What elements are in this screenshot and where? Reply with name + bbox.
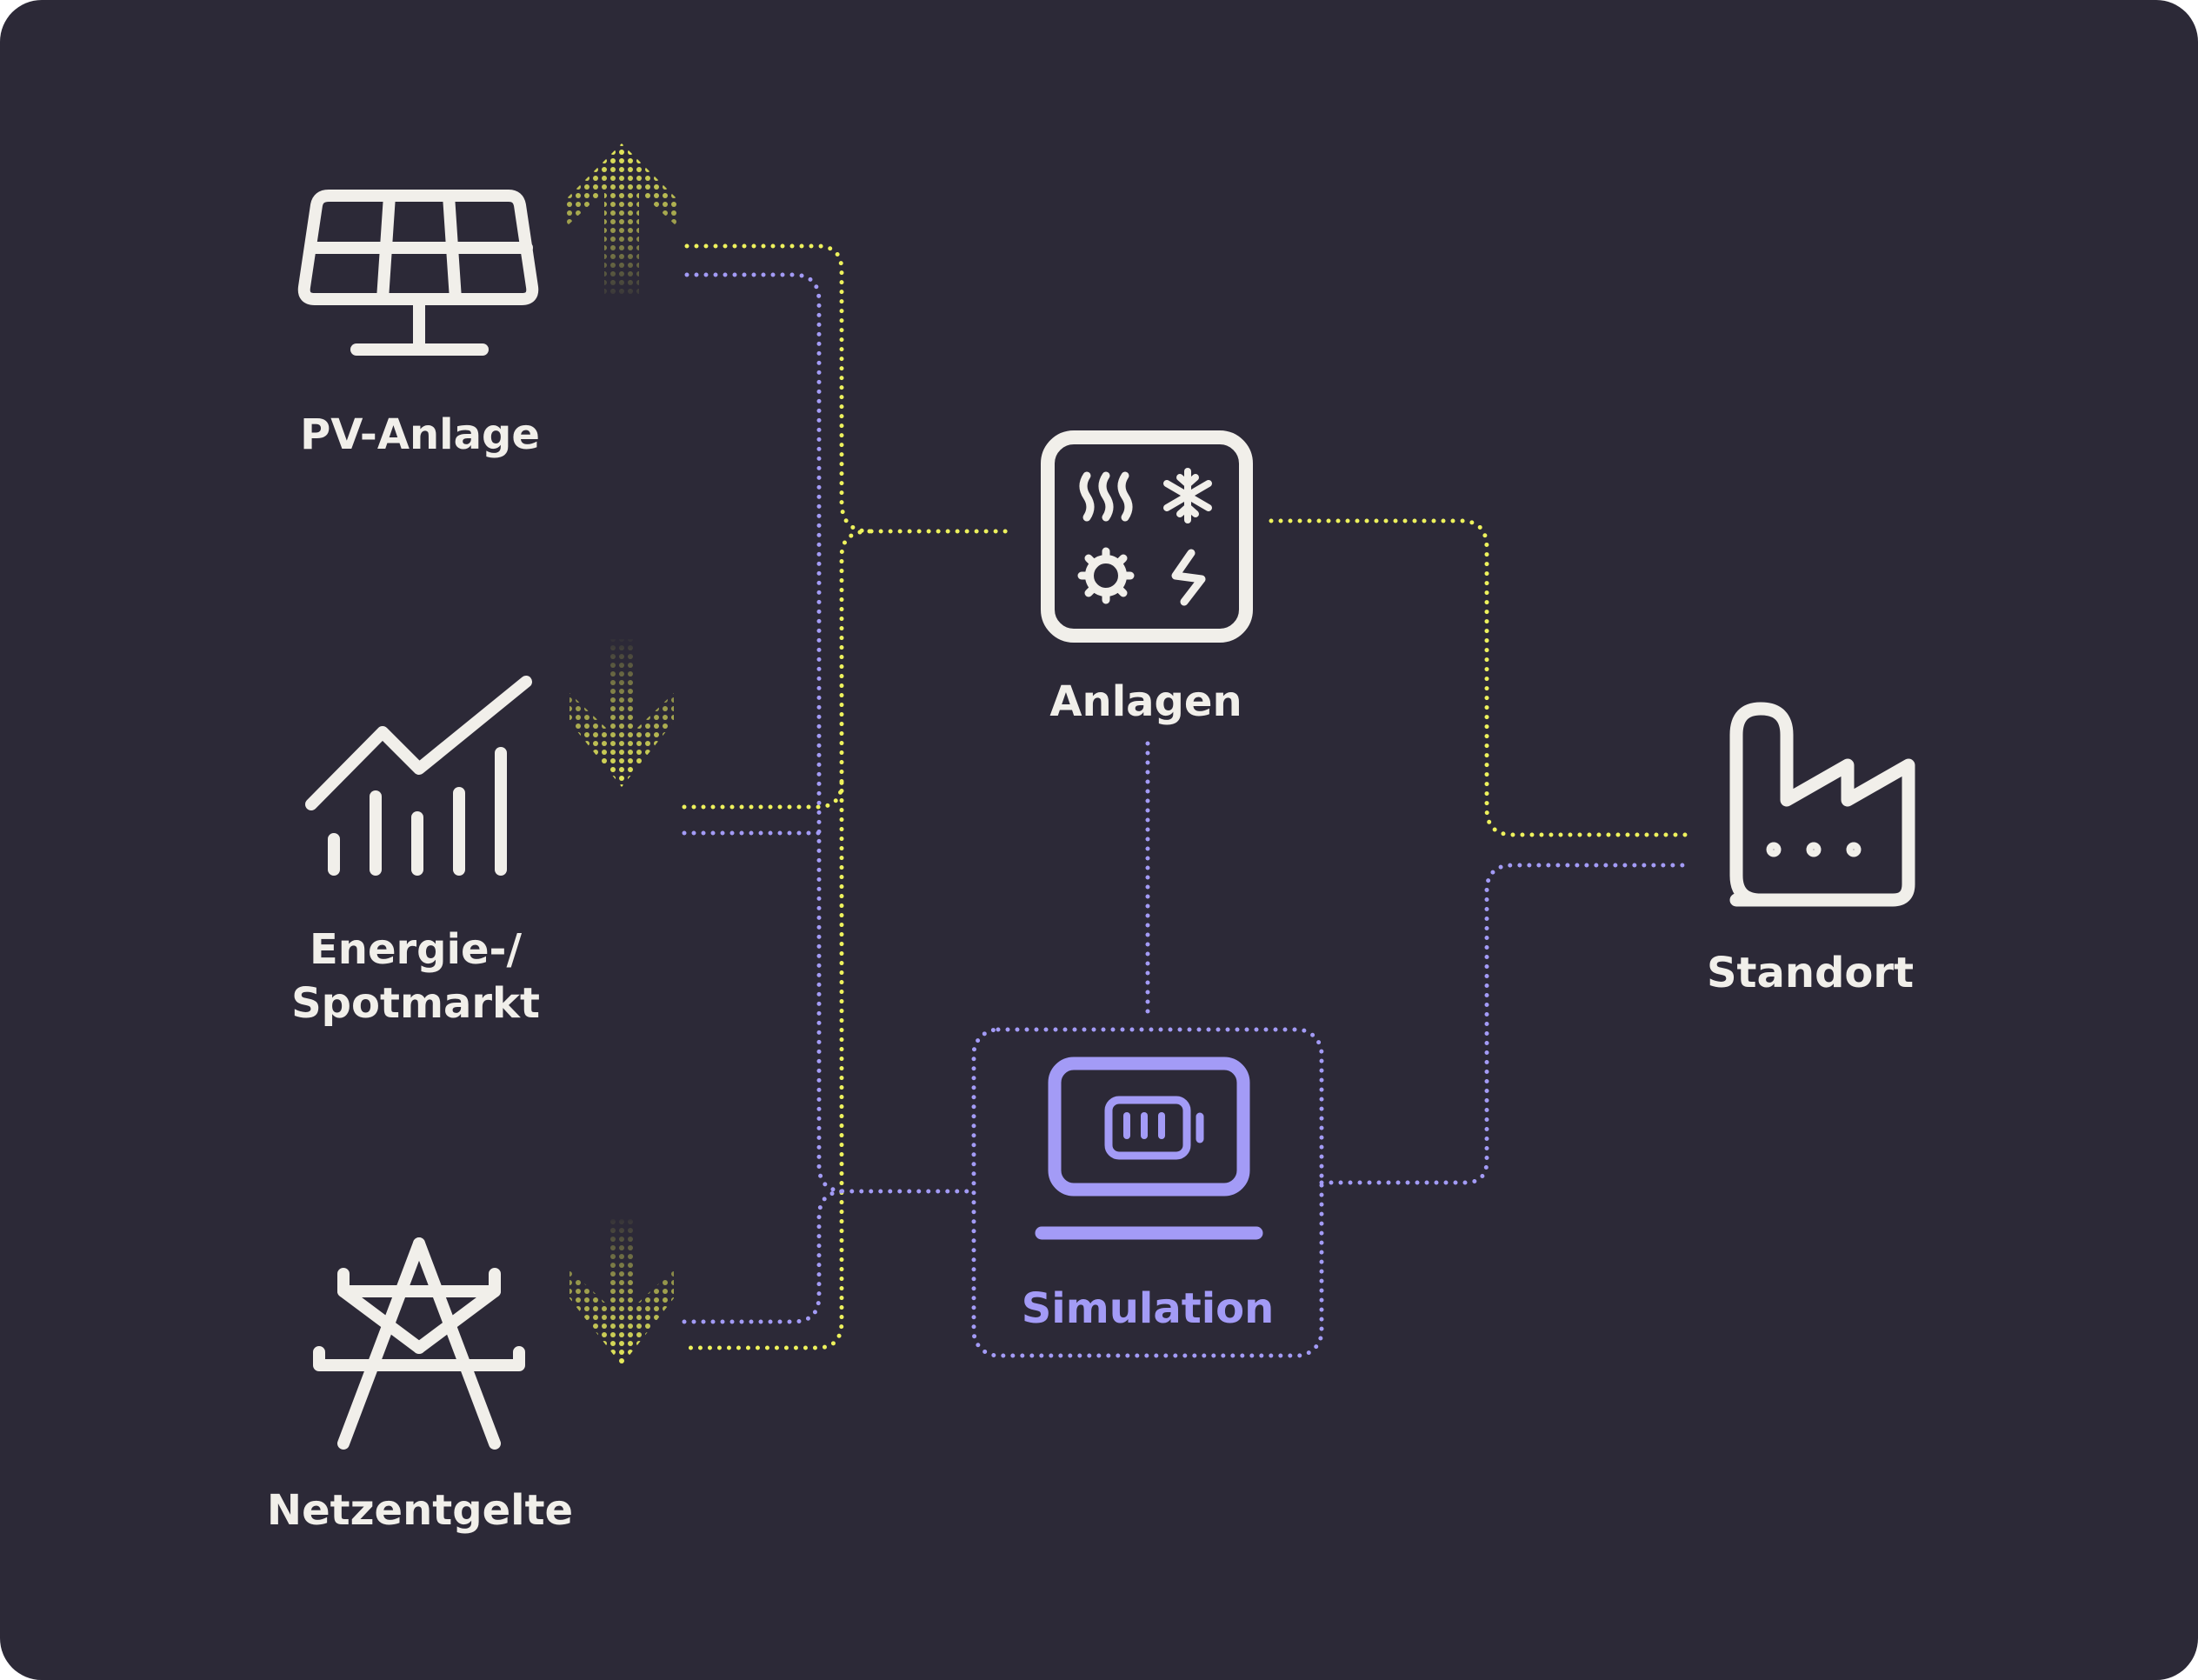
- market-label-line2: Spotmarkt: [291, 979, 540, 1028]
- data-line-simulation-standort: [1319, 863, 1689, 1185]
- energy-line-standort: [1269, 518, 1689, 837]
- simulation-label: Simulation: [1021, 1284, 1275, 1333]
- simulation-frame: [971, 1027, 1324, 1358]
- solar-panel-icon: [297, 190, 539, 356]
- energy-line-pv: [684, 243, 1016, 534]
- power-pylon-icon: [313, 1237, 525, 1450]
- market-chart-icon: [305, 676, 532, 876]
- flow-arrow-up-icon: [567, 143, 676, 296]
- flow-arrow-down-icon: [569, 639, 674, 787]
- pv-label: PV-Anlage: [300, 410, 540, 459]
- standort-label: Standort: [1706, 949, 1915, 997]
- market-label-line1: Energie-/: [309, 925, 522, 974]
- snowflake-icon: [1163, 468, 1212, 523]
- gear-icon: [1077, 547, 1135, 604]
- lightning-icon: [1171, 549, 1206, 606]
- energy-line-bus: [682, 529, 872, 1350]
- flow-arrow-down-icon: [569, 1217, 674, 1365]
- laptop-battery-icon: [1035, 1057, 1263, 1240]
- grid-label: Netzentgelte: [266, 1486, 574, 1535]
- energy-line-market: [682, 780, 844, 810]
- data-line-grid: [682, 1189, 848, 1324]
- heat-icon: [1079, 471, 1133, 522]
- data-line-pv: [684, 272, 976, 1194]
- factory-icon: [1729, 702, 1915, 907]
- anlagen-label: Anlagen: [1049, 677, 1242, 726]
- equipment-panel-icon: [1041, 430, 1253, 643]
